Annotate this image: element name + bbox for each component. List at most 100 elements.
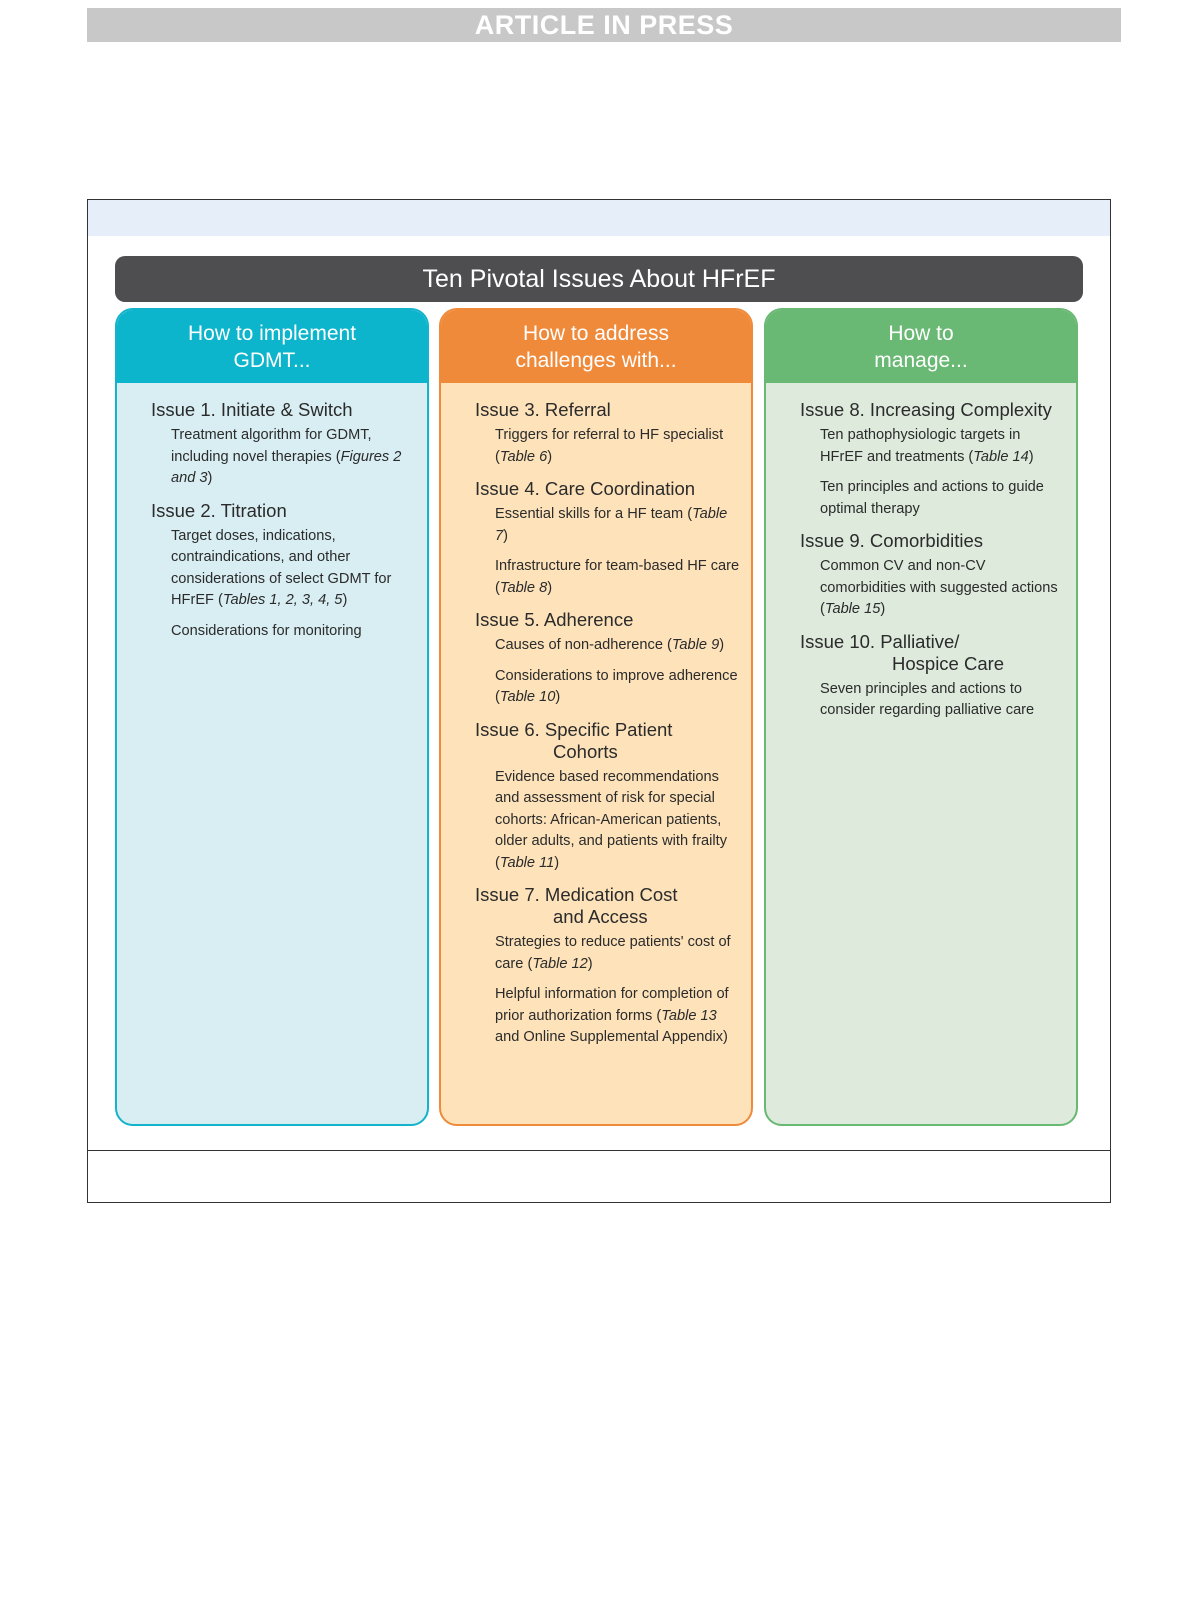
column-header: How to implement GDMT... <box>117 310 427 383</box>
detail-text-end: ) <box>342 592 348 608</box>
issue-detail: Common CV and non-CV comorbidities with … <box>800 556 1066 621</box>
issue-title: Issue 8. Increasing Complexity <box>800 399 1066 421</box>
column-address-challenges: How to address challenges with... Issue … <box>439 308 753 1126</box>
figure-header-band <box>88 200 1110 236</box>
detail-text-end: ) <box>503 527 508 544</box>
detail-text-end: ) <box>1028 448 1034 465</box>
column-header: How to manage... <box>766 310 1076 383</box>
issue-title: Issue 2. Titration <box>151 500 417 522</box>
issue-title-text: Issue 2. Titration <box>151 499 287 521</box>
issue-title-text: Issue 1. Initiate & Switch <box>151 399 353 420</box>
detail-text-end: ) <box>207 470 213 486</box>
issue-title-text: Issue 6. Specific Patient <box>475 718 673 740</box>
detail-text: Helpful information for completion of pr… <box>495 986 729 1024</box>
detail-text-end: ) <box>880 601 886 617</box>
issue-title: Issue 3. Referral <box>475 399 741 421</box>
issue-detail: Treatment algorithm for GDMT, including … <box>151 425 417 490</box>
issue-detail: Considerations for monitoring <box>151 621 417 643</box>
reference-link: Table 10 <box>499 689 556 705</box>
reference-link: Table 8 <box>499 579 548 596</box>
issue-title-continuation: and Access <box>553 906 648 927</box>
issue-title: Issue 5. Adherence <box>475 609 741 631</box>
detail-text: Target doses, indications, contraindicat… <box>171 527 392 609</box>
issue-detail: Causes of non-adherence (Table 9) <box>475 635 741 657</box>
issue-detail: Seven principles and actions to consider… <box>800 679 1066 722</box>
detail-text: Infrastructure for team-based HF care ( <box>495 558 740 596</box>
issue-title-text: Issue 7. Medication Cost <box>475 884 678 905</box>
reference-link: Table 12 <box>532 955 588 972</box>
detail-text-end: ) <box>719 637 725 653</box>
detail-text-end: ) <box>547 448 553 465</box>
detail-text: Essential skills for a HF team ( <box>495 506 693 522</box>
issue-detail: Ten pathophysiologic targets in HFrEF an… <box>800 425 1066 468</box>
reference-link: Table 11 <box>499 854 555 871</box>
issue-detail: Evidence based recommendations and asses… <box>475 767 741 875</box>
reference-link: Table 6 <box>499 448 548 465</box>
detail-text-end: ) <box>554 854 560 871</box>
reference-link: Figures 2 and 3 <box>171 448 402 487</box>
detail-text-end: ) <box>555 689 561 705</box>
detail-text: Strategies to reduce patients' cost of c… <box>495 934 731 972</box>
reference-link: Table 14 <box>973 448 1029 465</box>
issue-title-text: Issue 9. Comorbidities <box>800 530 984 551</box>
column-header-line: How to implement <box>187 321 357 345</box>
column-header-line: GDMT... <box>233 348 311 372</box>
reference-link: Table 13 <box>661 1007 717 1024</box>
issue-title-text: Issue 4. Care Coordination <box>475 478 696 499</box>
column-header-line: How to <box>888 321 954 345</box>
detail-text: Ten pathophysiologic targets in HFrEF an… <box>820 427 1021 465</box>
issue-title-text: Issue 10. Palliative/ <box>800 630 960 652</box>
column-header-line: challenges with... <box>515 348 677 372</box>
detail-text-end: ) <box>587 955 593 972</box>
detail-text: Seven principles and actions to consider… <box>820 680 1035 719</box>
detail-text: Considerations for monitoring <box>171 622 362 639</box>
detail-text: Considerations to improve adherence ( <box>495 667 738 706</box>
detail-text: Causes of non-adherence ( <box>495 637 672 653</box>
issue-title: Issue 10. Palliative/Hospice Care <box>800 631 1066 675</box>
issue-detail: Considerations to improve adherence (Tab… <box>475 666 741 709</box>
issue-detail: Ten principles and actions to guide opti… <box>800 477 1066 520</box>
figure-title: Ten Pivotal Issues About HFrEF <box>115 256 1083 302</box>
detail-text-end: and Online Supplemental Appendix) <box>495 1029 728 1045</box>
issue-title-continuation: Cohorts <box>553 740 618 762</box>
reference-link: Table 9 <box>671 637 720 653</box>
issue-title-text: Issue 8. Increasing Complexity <box>800 399 1052 420</box>
reference-link: Tables 1, 2, 3, 4, 5 <box>222 592 343 608</box>
issue-detail: Strategies to reduce patients' cost of c… <box>475 932 741 975</box>
issue-title-text: Issue 3. Referral <box>475 399 611 420</box>
issue-detail: Triggers for referral to HF specialist (… <box>475 425 741 468</box>
issue-title-continuation: Hospice Care <box>892 652 1005 674</box>
article-in-press-banner: ARTICLE IN PRESS <box>87 8 1121 42</box>
issue-detail: Infrastructure for team-based HF care (T… <box>475 556 741 599</box>
issue-title-text: Issue 5. Adherence <box>475 609 634 630</box>
column-implement-gdmt: How to implement GDMT... Issue 1. Initia… <box>115 308 429 1126</box>
detail-text: Triggers for referral to HF specialist ( <box>495 427 724 465</box>
column-header-line: How to address <box>523 321 669 345</box>
issue-detail: Target doses, indications, contraindicat… <box>151 526 417 612</box>
detail-text: Treatment algorithm for GDMT, including … <box>171 427 372 465</box>
detail-text: Common CV and non-CV comorbidities with … <box>820 558 1058 617</box>
figure-footer-divider <box>88 1150 1110 1151</box>
issue-title: Issue 9. Comorbidities <box>800 530 1066 552</box>
detail-text-end: ) <box>547 579 553 596</box>
column-header: How to address challenges with... <box>441 310 751 383</box>
issue-detail: Essential skills for a HF team (Table 7) <box>475 504 741 547</box>
detail-text: Ten principles and actions to guide opti… <box>820 479 1044 517</box>
reference-link: Table 7 <box>495 506 728 544</box>
issue-title: Issue 4. Care Coordination <box>475 478 741 500</box>
column-manage: How to manage... Issue 8. Increasing Com… <box>764 308 1078 1126</box>
reference-link: Table 15 <box>824 601 881 617</box>
